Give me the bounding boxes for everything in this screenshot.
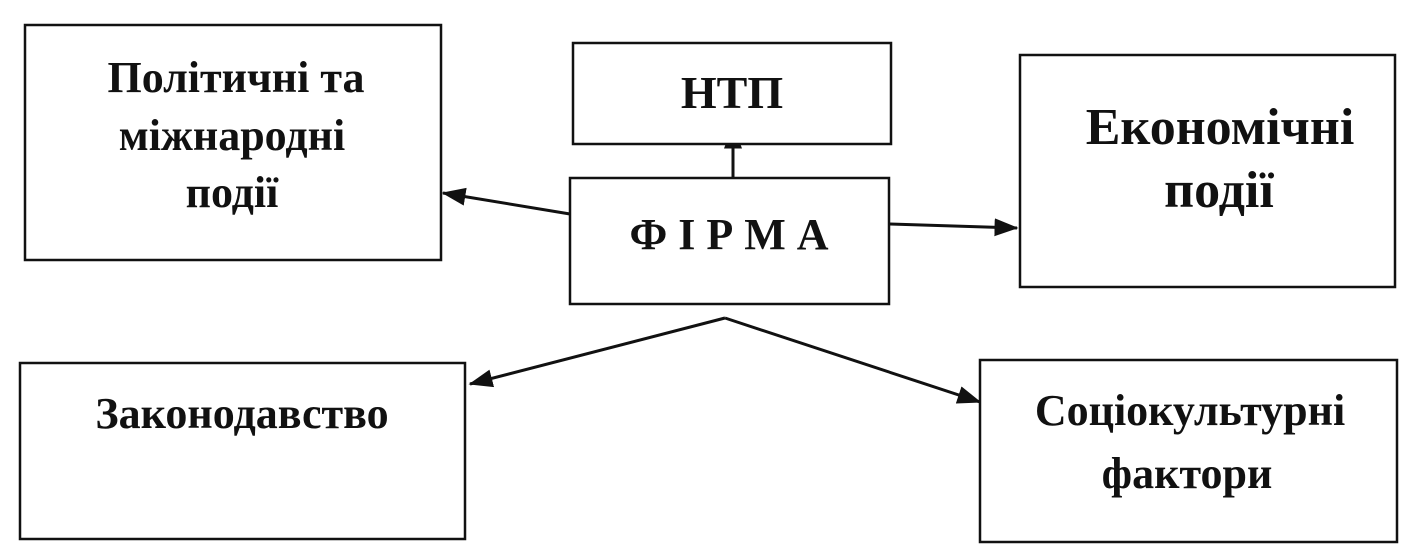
node-sociocultural-line-1: Соціокультурні xyxy=(1035,386,1345,435)
node-firm: Ф І Р М А xyxy=(568,176,891,306)
edge-firm-to-legislation xyxy=(468,316,726,388)
node-sociocultural: Соціокультурні фактори xyxy=(978,358,1399,544)
node-sociocultural-line-2: фактори xyxy=(1102,449,1273,498)
node-economic-line-1: Економічні xyxy=(1086,99,1355,156)
node-economic-line-2: події xyxy=(1164,162,1274,219)
edge-firm-to-sociocultural xyxy=(724,316,982,404)
node-political-line-1: Політичні та xyxy=(107,53,364,102)
edge-firm-to-political xyxy=(441,187,571,216)
node-ntp-label: НТП xyxy=(681,67,783,118)
node-political: Політичні та міжнародні події xyxy=(23,23,443,262)
node-economic: Економічні події xyxy=(1018,53,1397,289)
node-ntp: НТП xyxy=(571,41,893,146)
node-firm-label: Ф І Р М А xyxy=(629,210,828,259)
node-legislation: Законодавство xyxy=(18,361,467,541)
node-political-line-3: події xyxy=(186,168,280,217)
edge-firm-to-economic xyxy=(889,218,1019,237)
node-political-line-2: міжнародні xyxy=(119,111,346,160)
node-legislation-label: Законодавство xyxy=(95,389,388,438)
